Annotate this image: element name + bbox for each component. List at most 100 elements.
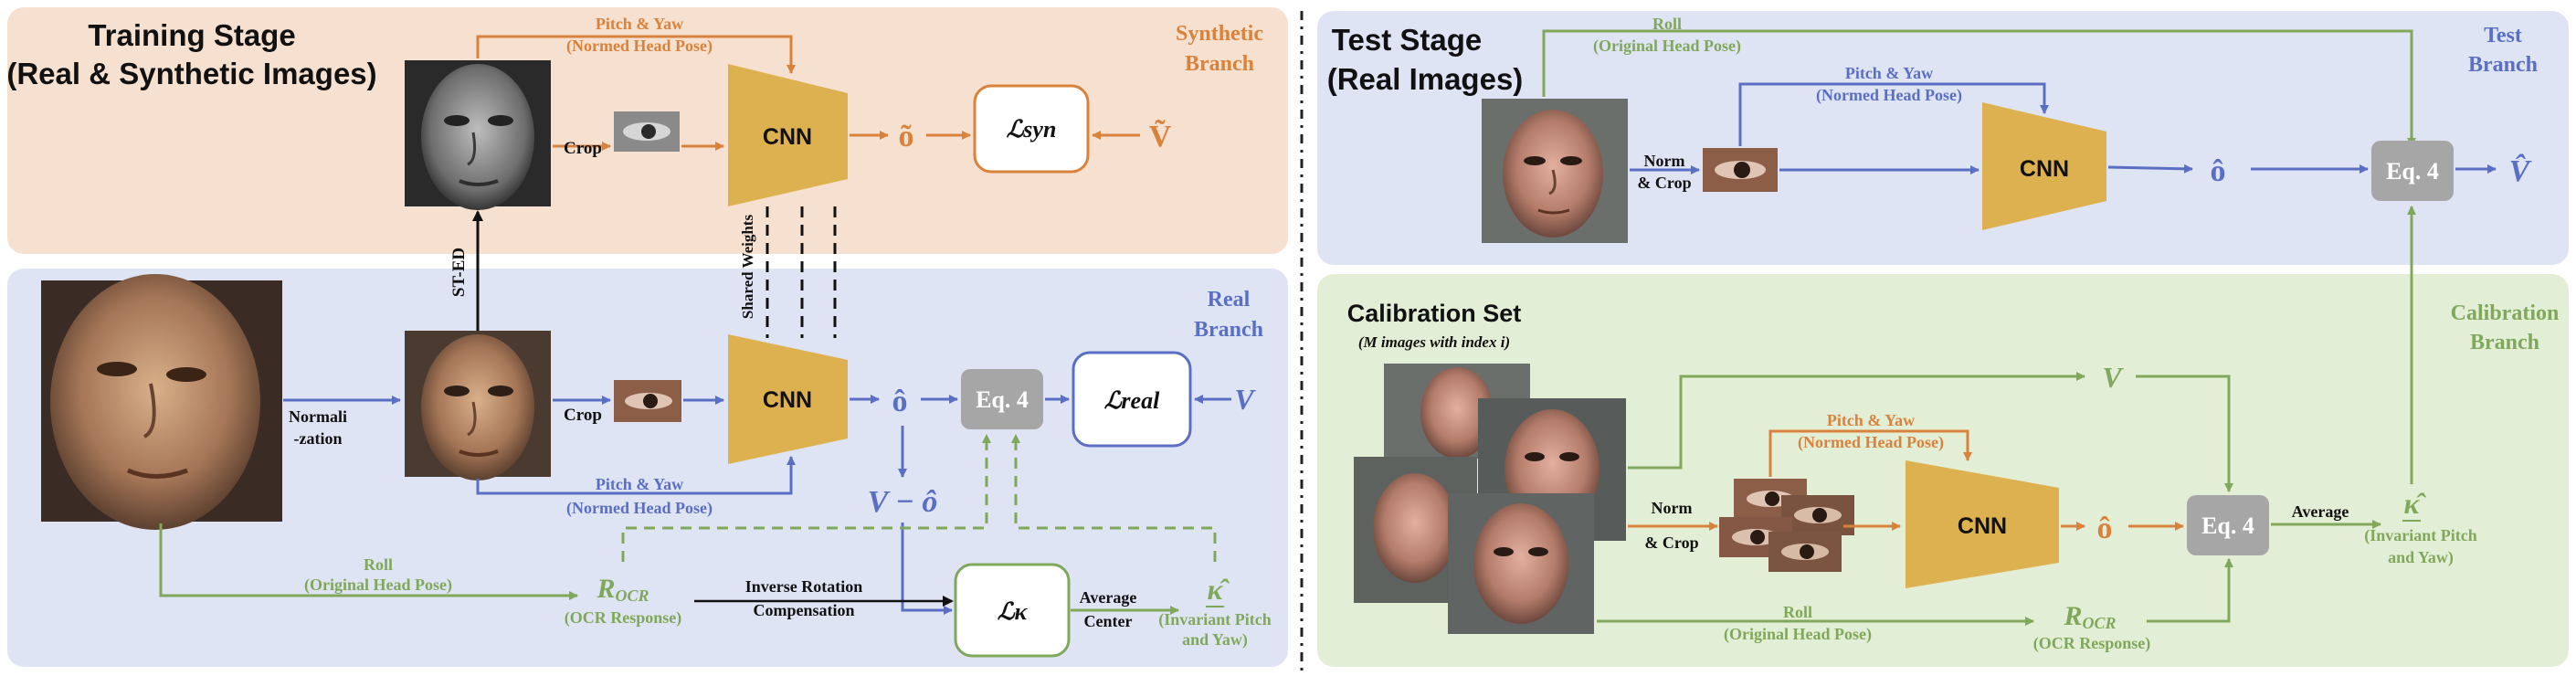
v-real-symbol: V	[1234, 383, 1256, 416]
crop-label-real: Crop	[564, 406, 602, 425]
pitch-yaw-bottom-connector	[476, 456, 796, 495]
r-ocr-left-symbol: ROCR	[596, 574, 649, 605]
roll-connector-left	[159, 523, 578, 600]
real-input-face-image	[41, 274, 282, 530]
eq4-test-label: Eq. 4	[2386, 158, 2439, 185]
invariant-calib-label-1: (Invariant Pitch	[2364, 526, 2477, 545]
roll-left-label: Roll	[364, 555, 393, 574]
normalized-face-image	[405, 331, 551, 481]
loss-syn-box	[973, 84, 1090, 174]
norm-crop-test-label-1: Norm	[1644, 152, 1685, 170]
shared-weights-label: Shared Weights	[739, 215, 756, 320]
synthetic-branch-label-1: Synthetic	[1176, 22, 1263, 46]
average-left-label: Average	[1080, 588, 1137, 607]
cnn-calib-block	[1906, 460, 2059, 588]
v-calib-symbol: V	[2102, 361, 2124, 394]
test-eye-crop	[1703, 148, 1778, 192]
norm-crop-calib-label-2: & Crop	[1644, 533, 1698, 552]
loss-syn-label: ℒsyn	[1007, 116, 1057, 143]
pitch-yaw-bottom-label: Pitch & Yaw	[596, 475, 683, 493]
dashed-kappa-to-eq4	[1011, 434, 1217, 562]
eq4-left-label: Eq. 4	[976, 386, 1029, 413]
calibration-set-title: Calibration Set	[1347, 300, 1522, 327]
normed-head-pose-top-label: (Normed Head Pose)	[566, 37, 713, 56]
calibration-face-stack	[1354, 364, 1626, 634]
crop-label-syn: Crop	[564, 139, 602, 158]
average-calib-label: Average	[2292, 502, 2349, 521]
o-hat-symbol: ô	[892, 385, 908, 418]
loss-kappa-box	[954, 563, 1071, 658]
original-head-pose-left-label: (Original Head Pose)	[304, 576, 452, 595]
roll-calib-label: Roll	[1783, 603, 1812, 621]
invariant-left-label-1: (Invariant Pitch	[1158, 610, 1272, 629]
pitch-yaw-test-label: Pitch & Yaw	[1845, 64, 1933, 82]
synthetic-face-image	[405, 60, 551, 210]
compensation-label: Compensation	[753, 601, 854, 619]
roll-test-label: Roll	[1652, 15, 1682, 33]
arrow-vminuso-to-losskappa	[901, 523, 953, 615]
pitch-yaw-calib-label: Pitch & Yaw	[1827, 411, 1915, 429]
loss-kappa-label: ℒκ	[998, 598, 1029, 625]
v-hat-test-symbol: V̂	[2509, 153, 2532, 188]
o-hat-test-symbol: ô	[2211, 154, 2226, 188]
cnn-real-block	[728, 334, 848, 464]
cnn-synthetic-label: CNN	[763, 124, 812, 150]
calibration-set-subtitle: (M images with index i)	[1358, 333, 1510, 351]
center-left-label: Center	[1084, 612, 1133, 630]
ocr-response-left-label: (OCR Response)	[565, 608, 682, 628]
cnn-real-label: CNN	[763, 387, 812, 413]
calibration-branch-label-2: Branch	[2470, 331, 2539, 354]
eq4-test-box	[2371, 141, 2454, 201]
o-hat-calib-symbol: ô	[2097, 512, 2113, 545]
eq4-calib-label: Eq. 4	[2201, 512, 2254, 539]
test-branch-label-2: Branch	[2468, 53, 2538, 77]
test-face-image	[1482, 99, 1628, 243]
calibration-eye-crops	[1719, 479, 1854, 572]
arrow-cnntest-to-ohat	[2107, 164, 2193, 174]
cnn-calib-label: CNN	[1958, 513, 2007, 539]
roll-connector-test	[1542, 29, 2416, 147]
cnn-synthetic-block	[728, 64, 848, 206]
v-tilde-symbol: Ṽ	[1149, 120, 1172, 153]
training-stage-title: Training Stage	[88, 18, 295, 52]
synthetic-branch-label-2: Branch	[1185, 52, 1254, 76]
synthetic-eye-crop	[614, 111, 680, 152]
original-head-pose-test-label: (Original Head Pose)	[1593, 37, 1741, 56]
pitch-yaw-top-label: Pitch & Yaw	[596, 15, 683, 33]
original-head-pose-calib-label: (Original Head Pose)	[1724, 625, 1872, 644]
inverse-rotation-label: Inverse Rotation	[745, 577, 863, 596]
normed-head-pose-calib-label: (Normed Head Pose)	[1798, 433, 1944, 452]
calib-v-connector	[1628, 372, 2085, 470]
shared-weights-dashes	[765, 206, 837, 338]
calibration-branch-label-1: Calibration	[2451, 301, 2560, 325]
real-branch-label-1: Real	[1208, 288, 1251, 312]
test-branch-panel	[1317, 11, 2569, 265]
loss-real-box	[1072, 351, 1192, 448]
v-minus-o-symbol: V − ô	[868, 485, 938, 519]
pitch-yaw-test-connector	[1738, 82, 2049, 146]
real-branch-label-2: Branch	[1194, 318, 1263, 342]
loss-real-label: ℒreal	[1104, 387, 1160, 414]
invariant-calib-label-2: and Yaw)	[2388, 548, 2454, 567]
test-branch-label-1: Test	[2484, 24, 2522, 48]
pitch-yaw-top-connector	[476, 35, 796, 74]
pitch-yaw-calib-connector	[1768, 429, 1972, 477]
normed-head-pose-bottom-label: (Normed Head Pose)	[566, 499, 713, 518]
test-stage-subtitle: (Real Images)	[1327, 62, 1524, 96]
cnn-test-block	[1982, 102, 2106, 230]
eq4-left-box	[961, 369, 1043, 429]
o-tilde-symbol: õ	[899, 120, 914, 153]
normed-head-pose-test-label: (Normed Head Pose)	[1816, 86, 1962, 105]
eq4-calib-box	[2187, 495, 2269, 555]
normalization-label-2: -zation	[294, 429, 343, 448]
st-ed-label: ST-ED	[449, 248, 469, 297]
calib-v-to-eq4	[2136, 375, 2233, 492]
norm-crop-calib-label-1: Norm	[1652, 499, 1693, 517]
arrow-rocr-calib-to-eq4	[2147, 558, 2233, 623]
cnn-test-label: CNN	[2020, 156, 2069, 182]
test-stage-title: Test Stage	[1332, 23, 1482, 57]
real-eye-crop	[614, 380, 681, 422]
normalization-label-1: Normali	[289, 407, 347, 426]
training-stage-subtitle: (Real & Synthetic Images)	[6, 57, 376, 90]
